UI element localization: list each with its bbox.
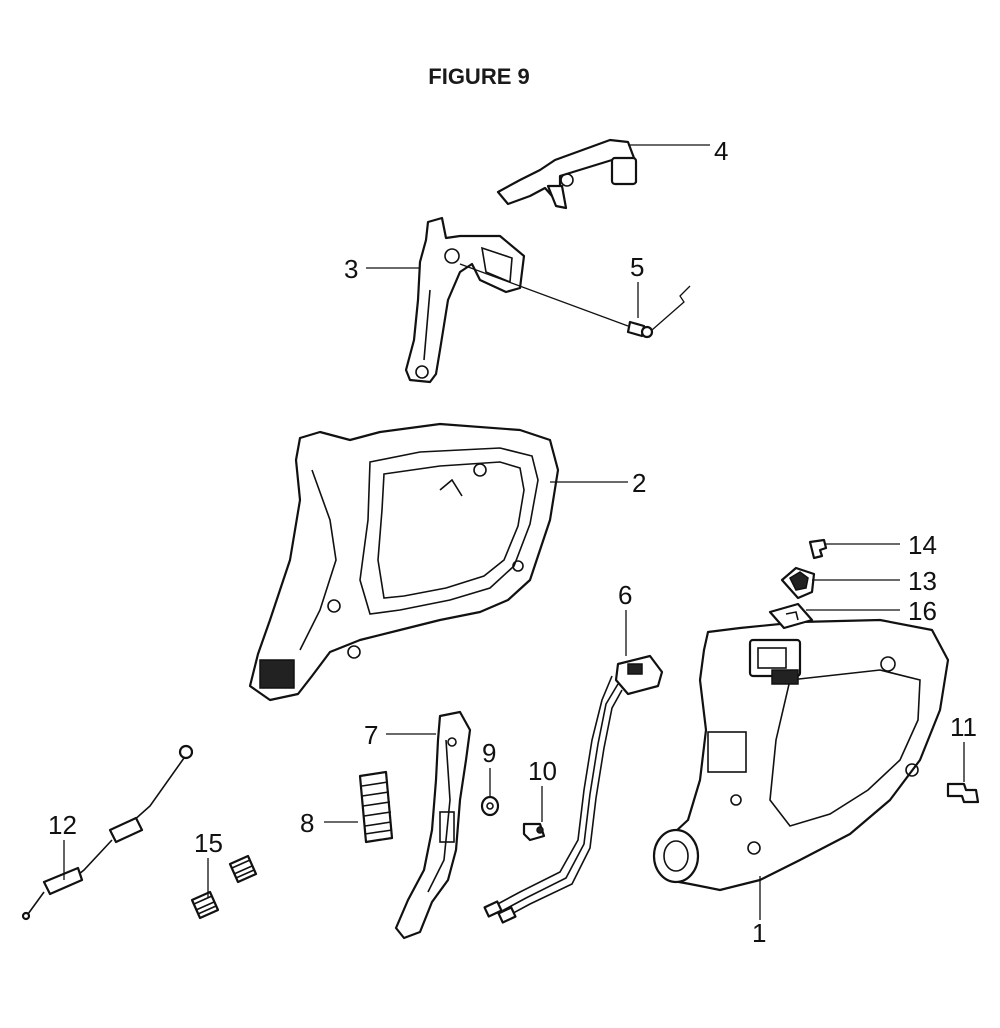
callout-1: 1 [752,918,766,948]
part-9-washer [480,795,500,817]
callout-10: 10 [528,756,557,786]
callout-13: 13 [908,566,937,596]
callout-4: 4 [714,136,728,166]
part-4-lockout-lever [496,138,638,210]
callout-12: 12 [48,810,77,840]
callout-14: 14 [908,530,937,560]
callout-6: 6 [618,580,632,610]
callout-16: 16 [908,596,937,626]
leader-lines [63,144,965,920]
part-13-switch-button [780,566,816,600]
leader-3b [459,263,629,327]
part-7-lever [394,710,472,940]
callout-5: 5 [630,252,644,282]
figure-title: FIGURE 9 [428,64,530,89]
callout-3: 3 [344,254,358,284]
callout-7: 7 [364,720,378,750]
part-3-trigger [404,216,526,384]
leader-5b [651,285,691,331]
part-16-label-plate [768,602,814,630]
part-14-screw [808,538,828,560]
part-2-housing-left [248,422,560,702]
part-11-screw [946,782,980,804]
callout-11: 11 [950,712,977,742]
callout-15: 15 [194,828,223,858]
callout-2: 2 [632,468,646,498]
part-5-screw [626,320,654,339]
part-1-housing-right [652,618,950,892]
callout-labels: 1 2 3 4 5 6 7 8 9 10 11 12 13 14 15 16 [48,136,977,948]
part-8-spring [358,770,394,844]
part-6-switch-wiring [483,654,664,924]
part-15-springs [190,854,258,920]
part-12-cable [21,744,194,921]
callout-8: 8 [300,808,314,838]
callout-9: 9 [482,738,496,768]
part-10-screw [522,822,546,842]
